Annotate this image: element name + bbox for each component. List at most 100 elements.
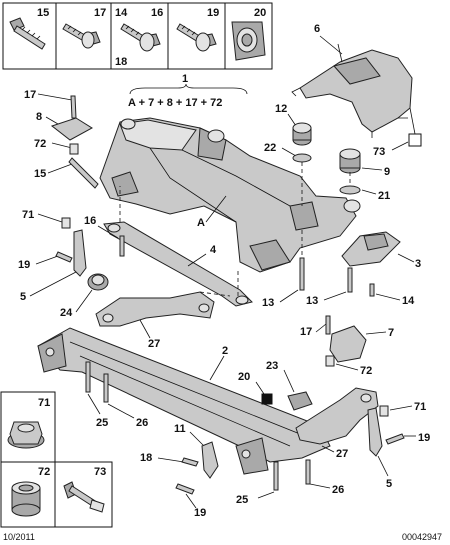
callout-9[interactable]: 9 [384, 166, 390, 178]
callout-5-left[interactable]: 5 [20, 291, 26, 303]
bolt-17-lower[interactable] [325, 315, 331, 335]
clamp-23[interactable] [287, 391, 313, 411]
mount-7[interactable] [329, 325, 367, 363]
reinforcement-27-upper[interactable] [95, 291, 215, 327]
bolt-17-upper[interactable] [70, 95, 77, 119]
link-5-right[interactable] [367, 407, 383, 457]
bolt-14[interactable] [369, 283, 375, 297]
callout-13-left[interactable]: 13 [262, 297, 274, 309]
rivet-icon [63, 481, 105, 513]
center-20-23: 20 23 [238, 360, 313, 411]
nut-71-left[interactable] [61, 217, 71, 229]
callout-22[interactable]: 22 [264, 142, 276, 154]
callout-23[interactable]: 23 [266, 360, 278, 372]
front-subframe-assembly[interactable] [99, 117, 361, 273]
box-label-20: 20 [254, 7, 266, 19]
callout-27-lower[interactable]: 27 [336, 448, 348, 460]
callout-a[interactable]: A [197, 217, 205, 229]
inset-boxes: 71 72 73 [0, 391, 113, 528]
callout-5-right[interactable]: 5 [386, 478, 392, 490]
link-11[interactable] [201, 441, 219, 479]
callout-20[interactable]: 20 [238, 371, 250, 383]
callout-72-upper[interactable]: 72 [34, 138, 46, 150]
footer-ref: 00042947 [402, 532, 442, 542]
bolt-19-left[interactable] [55, 251, 73, 263]
box-label-14: 14 [115, 7, 128, 19]
callout-19-left[interactable]: 19 [18, 259, 30, 271]
callout-16[interactable]: 16 [84, 215, 96, 227]
callout-26-left[interactable]: 26 [136, 417, 148, 429]
reinforcement-27-lower[interactable] [295, 387, 379, 445]
inset-label-71: 71 [38, 397, 50, 409]
callout-6[interactable]: 6 [314, 23, 320, 35]
bushing-72-upper[interactable] [69, 143, 79, 155]
bushing-20[interactable] [261, 393, 273, 405]
bolt-13-right[interactable] [347, 267, 353, 293]
callout-71-right[interactable]: 71 [414, 401, 426, 413]
bolt-26-left[interactable] [103, 373, 109, 403]
callout-7[interactable]: 7 [388, 327, 394, 339]
callout-1[interactable]: 1 [182, 73, 188, 85]
callout-21[interactable]: 21 [378, 190, 390, 202]
bolt-26-right[interactable] [305, 459, 311, 485]
callout-11[interactable]: 11 [174, 423, 186, 435]
bolts-25-26-left: 25 26 [85, 361, 148, 429]
bolt-19-right[interactable] [385, 433, 405, 445]
kit-formula: A + 7 + 8 + 17 + 72 [128, 97, 222, 109]
callout-19-right[interactable]: 19 [418, 432, 430, 444]
callout-2[interactable]: 2 [222, 345, 228, 357]
link-5-left[interactable] [73, 229, 87, 277]
callout-19-lower[interactable]: 19 [194, 507, 206, 519]
callout-72-lower[interactable]: 72 [360, 365, 372, 377]
bushing-9[interactable] [339, 148, 361, 174]
flange-nut-icon [7, 421, 45, 449]
callout-73[interactable]: 73 [373, 146, 385, 158]
callout-3[interactable]: 3 [415, 258, 421, 270]
bushing-icon-20 [231, 21, 266, 61]
callout-15[interactable]: 15 [34, 168, 46, 180]
bushing-72-lower[interactable] [325, 355, 335, 367]
callout-13-right[interactable]: 13 [306, 295, 318, 307]
bolt-icon-15 [9, 17, 46, 50]
bushing-24[interactable] [87, 273, 109, 291]
upper-left-fixings: 17 8 72 15 [24, 89, 99, 189]
underbody-shield-6[interactable]: 6 73 [291, 23, 422, 158]
part-73-marker[interactable] [408, 133, 422, 147]
bracket-3[interactable] [341, 231, 401, 267]
bolt-25-left[interactable] [85, 361, 91, 393]
mount-7-group: 17 7 72 [300, 315, 394, 377]
washer-21[interactable] [339, 185, 361, 195]
washer-22[interactable] [292, 153, 312, 163]
bolt-13-left[interactable] [299, 257, 305, 291]
bushing-12[interactable] [292, 122, 312, 146]
callout-18[interactable]: 18 [140, 452, 152, 464]
callout-24[interactable]: 24 [60, 307, 73, 319]
callout-25-left[interactable]: 25 [96, 417, 108, 429]
callout-17-lower[interactable]: 17 [300, 326, 312, 338]
bolt-15[interactable] [68, 157, 99, 189]
bolt-16[interactable] [119, 235, 125, 257]
bolt-25-right[interactable] [273, 461, 279, 491]
callout-14[interactable]: 14 [402, 295, 415, 307]
callout-17-upper[interactable]: 17 [24, 89, 36, 101]
callout-26-right[interactable]: 26 [332, 484, 344, 496]
callout-25-right[interactable]: 25 [236, 494, 248, 506]
bolt-18[interactable] [181, 457, 199, 467]
bolt-19-lower[interactable] [175, 483, 195, 495]
box-label-17: 17 [94, 7, 106, 19]
inset-box-73[interactable] [54, 461, 113, 528]
nut-71-right[interactable] [379, 405, 389, 417]
callout-27-upper[interactable]: 27 [148, 338, 160, 350]
callout-71-left[interactable]: 71 [22, 209, 34, 221]
tie-bar-4[interactable] [103, 221, 253, 307]
callout-12[interactable]: 12 [275, 103, 287, 115]
bushings-right: 12 22 9 21 [264, 103, 390, 206]
callout-4[interactable]: 4 [210, 244, 217, 256]
right-link-group: 71 19 5 [367, 401, 430, 490]
callout-8[interactable]: 8 [36, 111, 42, 123]
kit-reference: 1 A + 7 + 8 + 17 + 72 [128, 73, 248, 109]
box-label-19: 19 [207, 7, 219, 19]
bracket-8[interactable] [50, 117, 93, 141]
crossmember-2[interactable] [37, 327, 331, 475]
